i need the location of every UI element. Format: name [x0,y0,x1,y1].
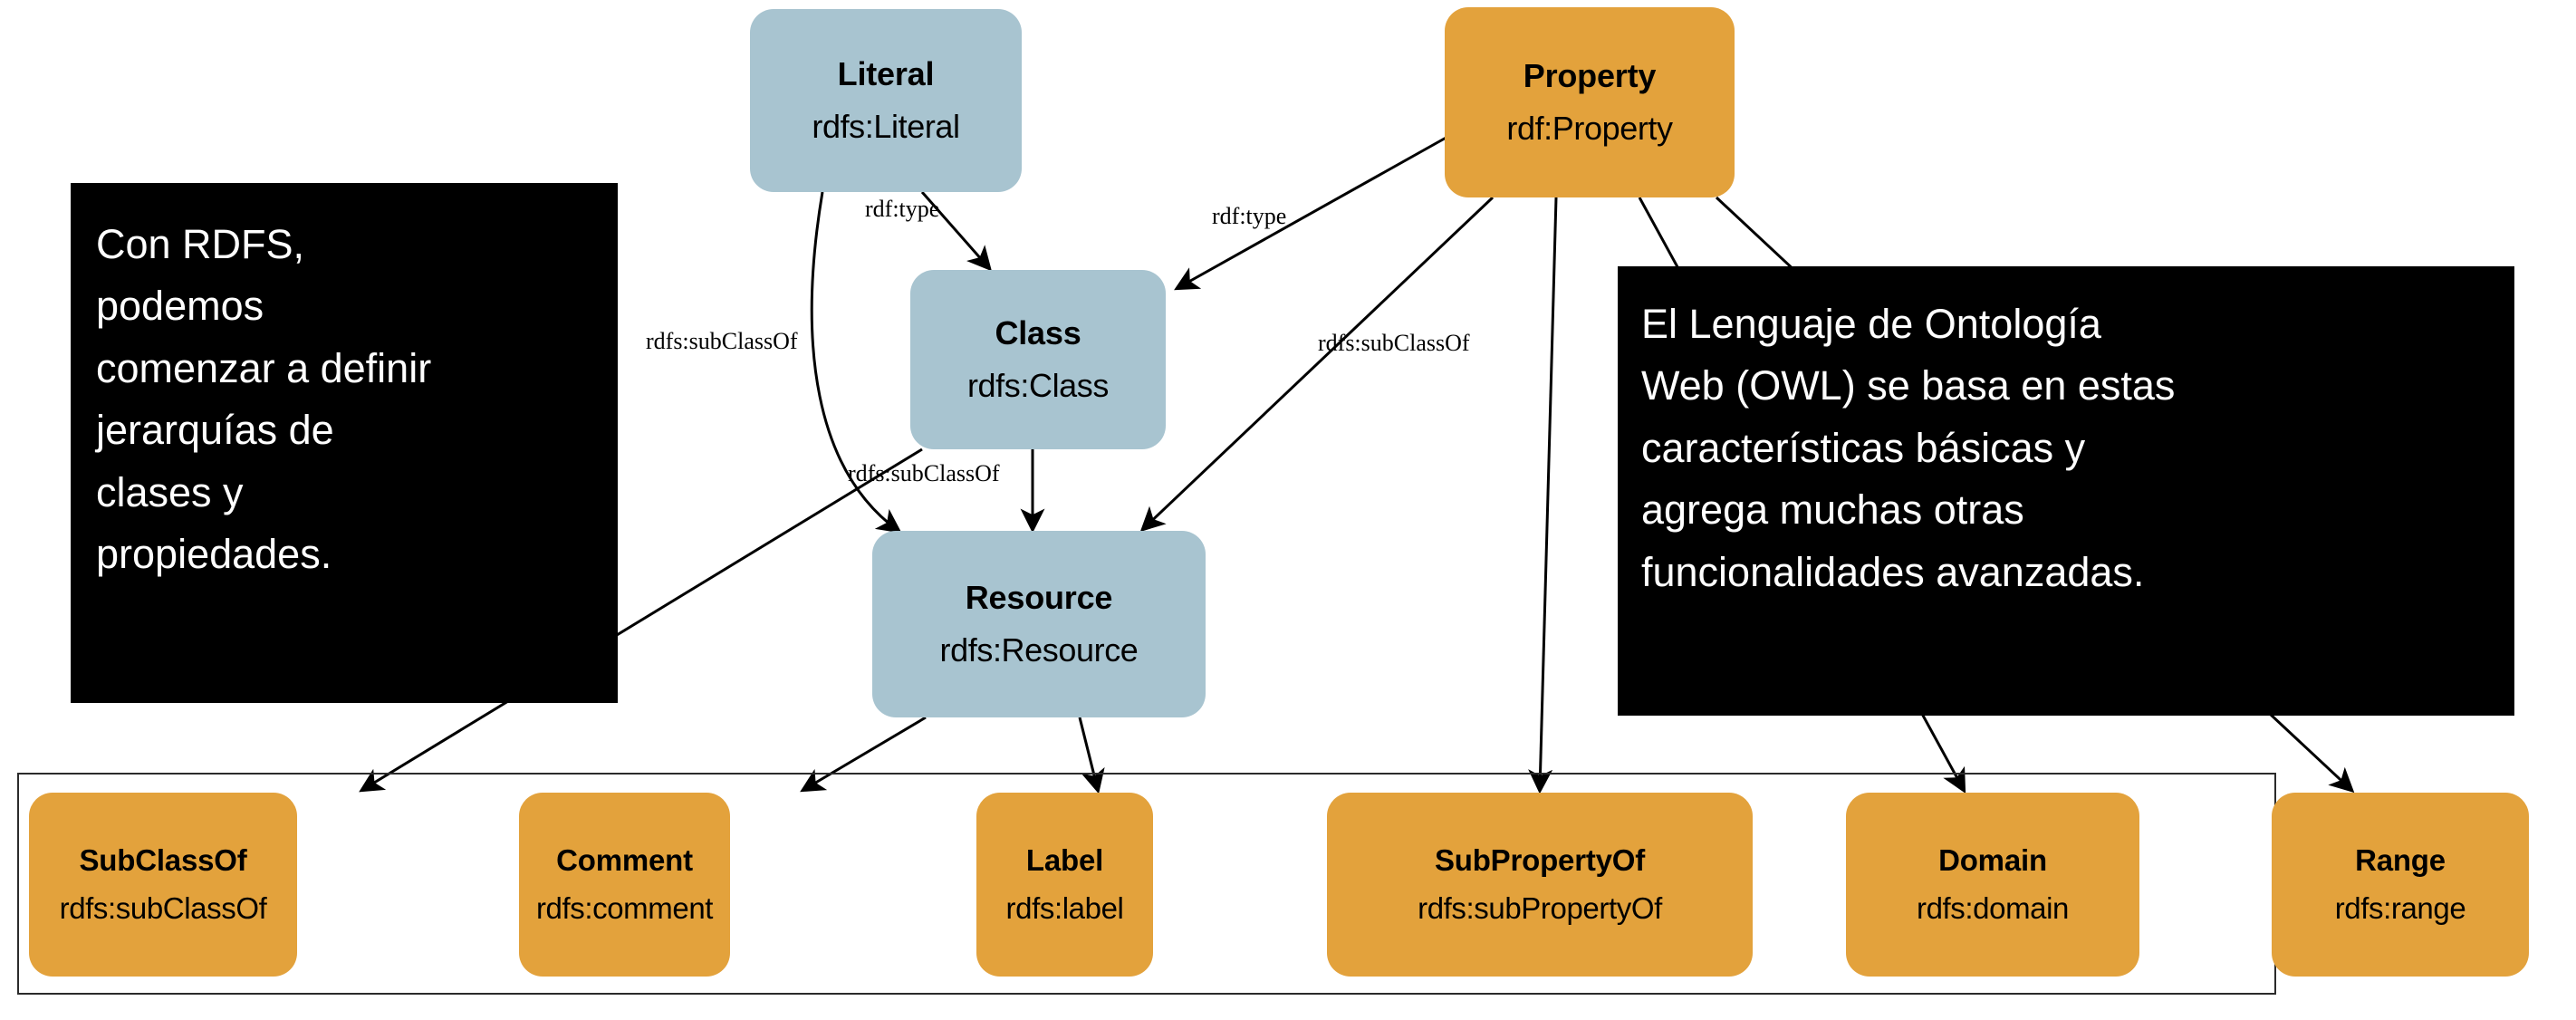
node-range-title: Range [2355,842,2446,877]
node-resource-uri: rdfs:Resource [939,631,1139,669]
node-property[interactable]: Property rdf:Property [1445,7,1735,197]
node-range-uri: rdfs:range [2334,890,2466,925]
node-resource-title: Resource [965,578,1113,616]
node-property-title: Property [1523,56,1657,94]
node-literal-uri: rdfs:Literal [812,108,960,145]
node-subclassof-uri: rdfs:subClassOf [59,890,267,925]
callout-right: El Lenguaje de Ontología Web (OWL) se ba… [1618,266,2514,716]
node-class-uri: rdfs:Class [966,367,1110,404]
callout-right-text: El Lenguaje de Ontología Web (OWL) se ba… [1641,301,2176,595]
node-comment-title: Comment [556,842,693,877]
node-subpropertyof-title: SubPropertyOf [1434,842,1646,877]
node-subpropertyof-uri: rdfs:subPropertyOf [1418,890,1662,925]
edge-label-rdfs-subclassof-property: rdfs:subClassOf [1318,330,1470,356]
node-domain[interactable]: Domain rdfs:domain [1846,793,2139,977]
node-label[interactable]: Label rdfs:label [976,793,1153,977]
node-subclassof[interactable]: SubClassOf rdfs:subClassOf [29,793,297,977]
edge-label-rdf-type-literal: rdf:type [865,196,940,222]
node-property-uri: rdf:Property [1506,110,1673,147]
node-subpropertyof[interactable]: SubPropertyOf rdfs:subPropertyOf [1327,793,1753,977]
node-label-title: Label [1025,842,1104,877]
edge-label-rdfs-subclassof-literal: rdfs:subClassOf [646,328,798,354]
node-comment[interactable]: Comment rdfs:comment [519,793,730,977]
node-literal-title: Literal [837,54,935,92]
node-comment-uri: rdfs:comment [535,890,714,925]
node-class-title: Class [995,313,1081,351]
edge-property-to-subpropertyof [1528,197,1558,794]
node-domain-title: Domain [1938,842,2047,877]
edge-label-rdfs-subclassof-class: rdfs:subClassOf [848,460,1000,486]
node-label-uri: rdfs:label [1005,890,1124,925]
edge-label-rdf-type-property: rdf:type [1212,203,1287,229]
node-subclassof-title: SubClassOf [79,842,247,877]
node-domain-uri: rdfs:domain [1916,890,2069,925]
callout-left: Con RDFS, podemos comenzar a definir jer… [71,183,618,703]
node-class[interactable]: Class rdfs:Class [910,270,1166,449]
callout-left-text: Con RDFS, podemos comenzar a definir jer… [96,221,432,577]
edge-property-subclassof-resource [1139,196,1495,533]
node-resource[interactable]: Resource rdfs:Resource [872,531,1206,717]
node-range[interactable]: Range rdfs:range [2272,793,2529,977]
node-literal[interactable]: Literal rdfs:Literal [750,9,1022,192]
